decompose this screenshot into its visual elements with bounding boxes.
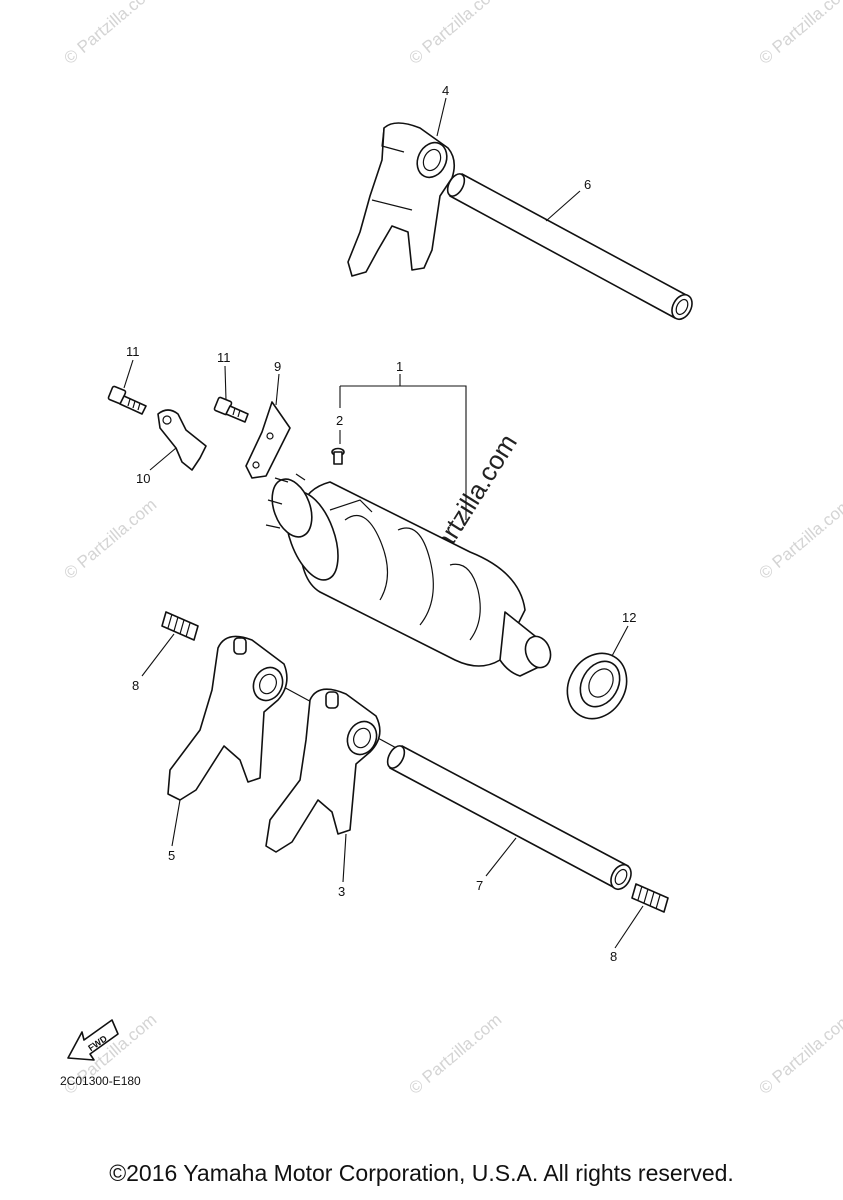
drum-pin — [331, 447, 345, 465]
callout-1: 1 — [396, 359, 403, 374]
callout-6: 6 — [584, 177, 591, 192]
diagram-code: 2C01300-E180 — [60, 1074, 141, 1088]
watermark: © Partzilla.com — [755, 495, 843, 583]
spring-upper — [161, 611, 199, 641]
callout-3: 3 — [338, 884, 345, 899]
shift-fork-left — [167, 635, 288, 801]
copyright-notice: ©2016 Yamaha Motor Corporation, U.S.A. A… — [109, 1160, 734, 1186]
watermark: © Partzilla.com — [405, 0, 505, 68]
shift-drum — [265, 473, 552, 677]
watermark: © Partzilla.com — [60, 0, 160, 68]
callout-8-upper: 8 — [132, 678, 139, 693]
watermark: © Partzilla.com — [60, 495, 160, 583]
callout-8-lower: 8 — [610, 949, 617, 964]
callout-2: 2 — [336, 413, 343, 428]
bearing — [566, 652, 628, 720]
watermark: © Partzilla.com — [755, 1010, 843, 1098]
shift-fork-right — [265, 688, 381, 853]
shift-fork-shaft-upper — [446, 173, 693, 321]
callout-numbers: 4 6 1 2 11 11 9 10 12 8 5 3 7 8 — [126, 83, 636, 964]
watermark: © Partzilla.com — [405, 1010, 505, 1098]
bolt-left — [107, 385, 147, 415]
segment-plate — [245, 401, 291, 479]
callout-9: 9 — [274, 359, 281, 374]
callout-10: 10 — [136, 471, 150, 486]
leader-lines — [123, 97, 644, 949]
spring-lower — [631, 883, 669, 913]
callout-11-left: 11 — [126, 344, 140, 359]
shift-fork-shaft-lower — [386, 745, 632, 891]
shift-fork-upper — [347, 122, 456, 277]
stopper-lever — [157, 409, 207, 471]
callout-11-right: 11 — [217, 350, 231, 365]
callout-4: 4 — [442, 83, 449, 98]
bolt-right — [213, 396, 249, 423]
callout-7: 7 — [476, 878, 483, 893]
callout-5: 5 — [168, 848, 175, 863]
watermark: © Partzilla.com — [755, 0, 843, 68]
callout-12: 12 — [622, 610, 636, 625]
diagram-canvas: © Partzilla.com © Partzilla.com © Partzi… — [60, 0, 843, 1098]
